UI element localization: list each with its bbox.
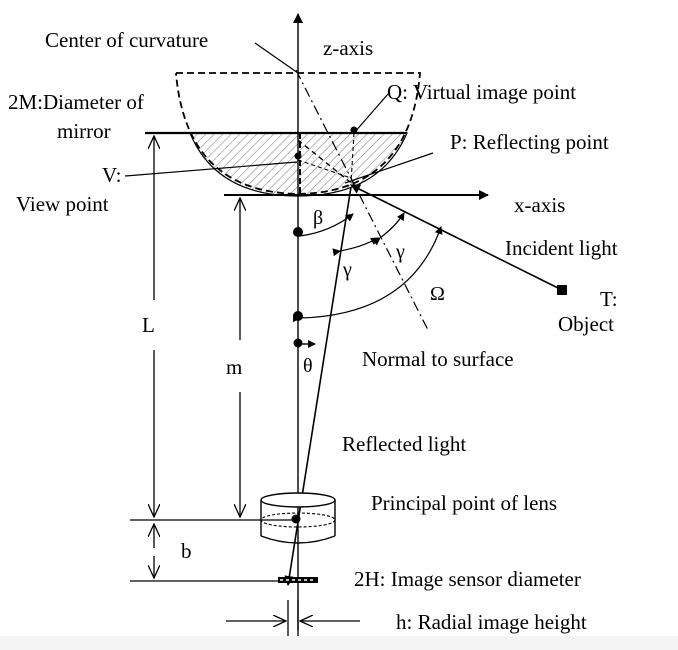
label-center-of-curvature: Center of curvature — [45, 28, 208, 52]
mirror-dashed-outline — [175, 72, 421, 195]
label-object-1: T: — [600, 287, 618, 311]
axis-dot-theta — [293, 338, 303, 348]
label-angle-theta: θ — [303, 355, 313, 377]
dashed-construction-2 — [297, 159, 352, 179]
label-view-point-2: View point — [16, 192, 109, 216]
label-image-sensor-diameter: 2H: Image sensor diameter — [354, 567, 581, 591]
principal-point-dot — [291, 514, 301, 524]
label-reflected-light: Reflected light — [342, 432, 466, 456]
label-dim-m: m — [226, 355, 242, 379]
virtual-image-leader — [353, 93, 389, 134]
normal-line — [295, 69, 429, 331]
center-of-curvature-leader — [254, 42, 299, 74]
reflecting-point-leader — [344, 152, 434, 184]
lens-bottom — [260, 535, 336, 544]
object-marker — [557, 285, 567, 295]
label-virtual-image-point: Q: Virtual image point — [387, 80, 576, 104]
label-x-axis: x-axis — [514, 193, 565, 217]
axis-dot-omega — [293, 311, 303, 321]
angle-omega-arc — [292, 226, 443, 323]
label-angle-beta: β — [313, 207, 323, 229]
incident-light-ray — [350, 184, 563, 291]
label-view-point-1: V: — [102, 163, 121, 187]
dashed-construction-3 — [350, 132, 355, 184]
label-dim-b: b — [181, 539, 192, 563]
angle-gamma-arc-left — [332, 237, 379, 257]
lens-top — [260, 492, 336, 508]
label-principal-point-of-lens: Principal point of lens — [371, 491, 557, 515]
label-angle-gamma-right: γ — [395, 241, 405, 263]
label-radial-image-height: h: Radial image height — [396, 610, 587, 634]
label-object-2: Object — [558, 312, 614, 336]
bottom-strip — [0, 636, 678, 650]
angle-gamma-arc-right — [372, 212, 405, 246]
view-point-dot — [294, 152, 302, 160]
label-reflecting-point: P: Reflecting point — [450, 130, 609, 154]
label-diameter-of-mirror-1: 2M:Diameter of — [8, 90, 144, 114]
label-dim-L: L — [142, 313, 155, 337]
label-incident-light: Incident light — [505, 236, 618, 260]
virtual-image-point — [350, 126, 358, 134]
label-normal-to-surface: Normal to surface — [362, 347, 514, 371]
label-angle-omega: Ω — [430, 283, 445, 305]
label-z-axis: z-axis — [323, 36, 373, 60]
label-diameter-of-mirror-2: mirror — [57, 119, 111, 143]
label-angle-gamma-left: γ — [342, 259, 352, 281]
